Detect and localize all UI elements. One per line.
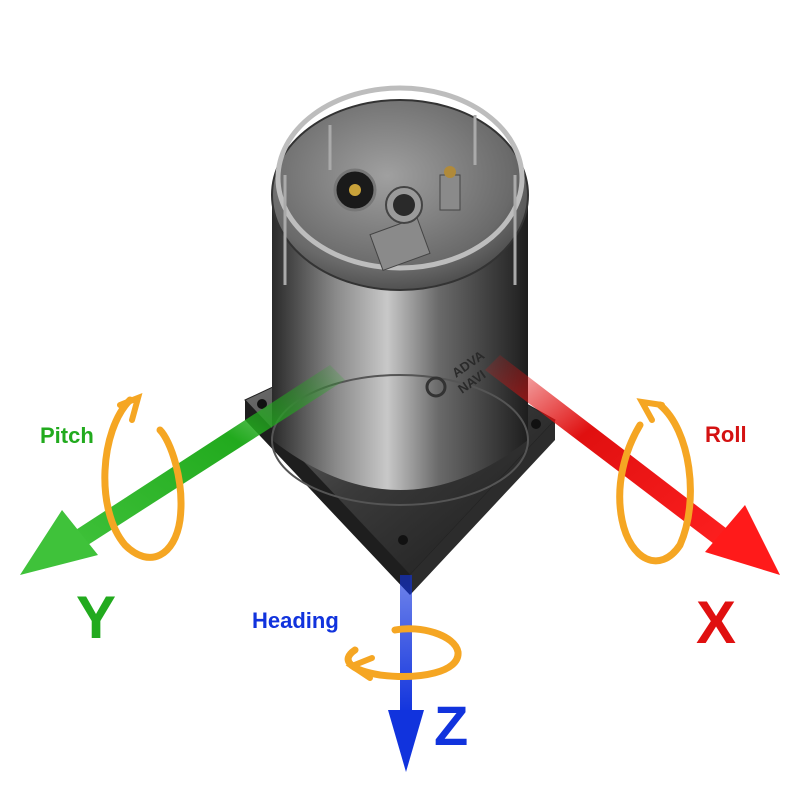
z-axis-shaft — [400, 575, 412, 715]
heading-rotation-arrow — [344, 625, 462, 681]
pitch-label: Pitch — [40, 423, 94, 448]
mount-hole — [398, 535, 408, 545]
x-axis-shaft — [485, 355, 735, 550]
x-axis — [485, 355, 780, 575]
data-connector-flange — [369, 216, 431, 272]
z-axis-arrowhead — [388, 710, 424, 772]
pitch-rotation-arrow — [101, 393, 185, 561]
z-axis-letter: Z — [434, 694, 468, 757]
y-axis — [20, 365, 345, 575]
x-axis-letter: X — [696, 589, 736, 656]
mount-hole — [257, 399, 267, 409]
roll-label: Roll — [705, 422, 747, 447]
imu-device: ADVA NAVI — [244, 85, 556, 595]
y-axis-shaft — [68, 365, 345, 550]
antenna-connector — [439, 174, 461, 211]
y-axis-letter: Y — [76, 584, 116, 651]
brand-logo-icon — [425, 376, 447, 398]
handle-ring — [275, 85, 525, 271]
x-axis-arrowhead — [705, 505, 780, 575]
mount-hole — [531, 419, 541, 429]
y-axis-arrowhead — [20, 510, 98, 575]
roll-rotation-arrow — [616, 398, 694, 565]
heading-label: Heading — [252, 608, 339, 633]
